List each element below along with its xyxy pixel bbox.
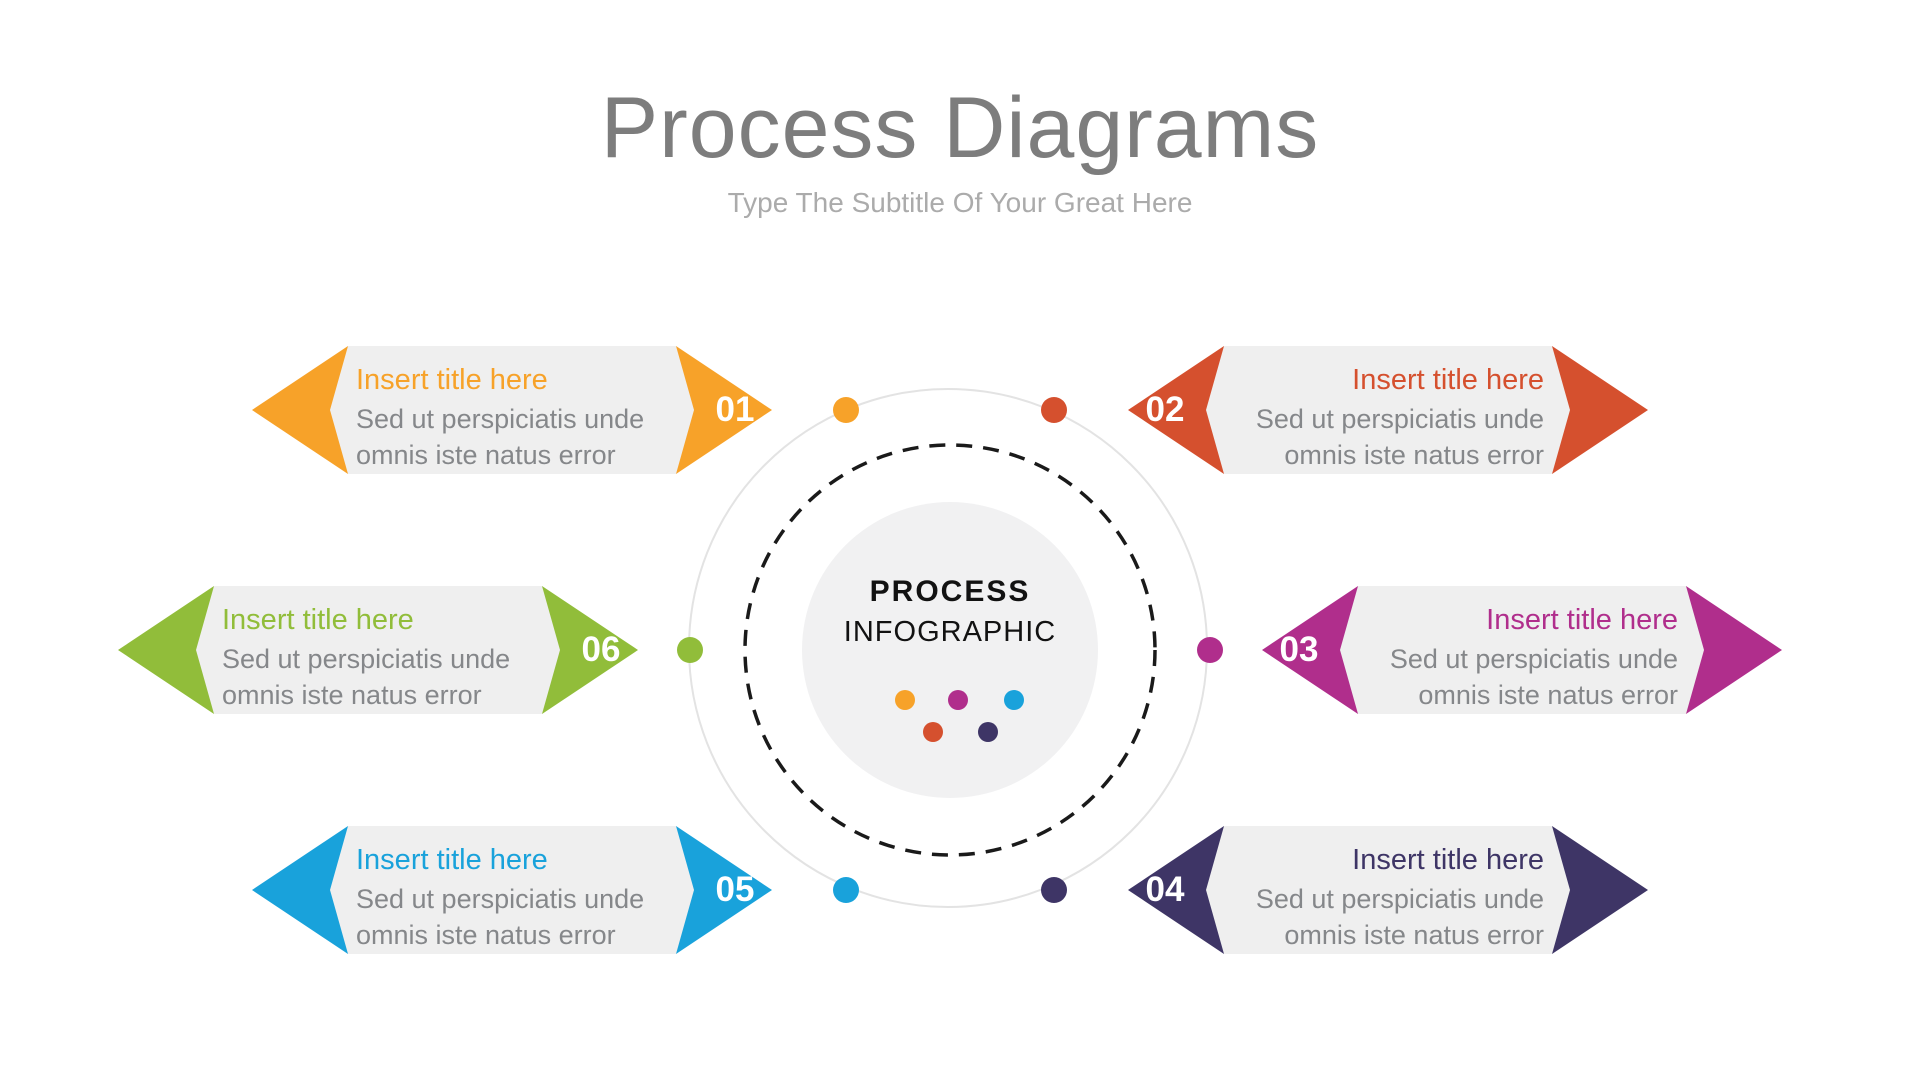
step-banner-body bbox=[1340, 586, 1704, 714]
step-banner-body bbox=[330, 826, 694, 954]
step-title: Insert title here bbox=[1486, 604, 1678, 636]
decor-dot bbox=[978, 722, 998, 742]
step-banner-body bbox=[196, 586, 560, 714]
connector-dot-03 bbox=[1197, 637, 1223, 663]
step-description: Sed ut perspiciatis unde omnis iste natu… bbox=[1255, 884, 1544, 950]
step-description: Sed ut perspiciatis unde omnis iste natu… bbox=[222, 644, 511, 710]
dashed-ring-circle bbox=[743, 443, 1157, 857]
center-label-line2: INFOGRAPHIC bbox=[843, 616, 1057, 648]
step-title: Insert title here bbox=[356, 844, 548, 876]
decor-dot bbox=[948, 690, 968, 710]
step-banner-body bbox=[1206, 346, 1570, 474]
step-description: Sed ut perspiciatis unde omnis iste natu… bbox=[356, 884, 645, 950]
decor-dot bbox=[895, 690, 915, 710]
step-number: 03 bbox=[1279, 630, 1319, 669]
page-title: Process Diagrams bbox=[600, 80, 1320, 176]
step-banner-body bbox=[330, 346, 694, 474]
step-banner-03: Insert title here Sed ut perspiciatis un… bbox=[1262, 586, 1782, 714]
connector-dot-06 bbox=[677, 637, 703, 663]
step-number: 04 bbox=[1145, 870, 1185, 909]
step-description: Sed ut perspiciatis unde omnis iste natu… bbox=[1389, 644, 1678, 710]
step-banner-01: Insert title here Sed ut perspiciatis un… bbox=[252, 346, 772, 474]
step-description: Sed ut perspiciatis unde omnis iste natu… bbox=[1255, 404, 1544, 470]
connector-dot-02 bbox=[1041, 397, 1067, 423]
step-banner-04: Insert title here Sed ut perspiciatis un… bbox=[1128, 826, 1648, 954]
step-banner-02: Insert title here Sed ut perspiciatis un… bbox=[1128, 346, 1648, 474]
step-title: Insert title here bbox=[356, 364, 548, 396]
page-subtitle: Type The Subtitle Of Your Great Here bbox=[727, 187, 1193, 218]
dashed-circle-stroke bbox=[743, 443, 1157, 857]
step-banner-05: Insert title here Sed ut perspiciatis un… bbox=[252, 826, 772, 954]
connector-dot-05 bbox=[833, 877, 859, 903]
center-circle bbox=[802, 502, 1098, 798]
connector-dot-01 bbox=[833, 397, 859, 423]
step-title: Insert title here bbox=[1352, 844, 1544, 876]
center-label: PROCESS INFOGRAPHIC bbox=[750, 572, 1150, 652]
step-number: 01 bbox=[715, 390, 755, 429]
step-banner-body bbox=[1206, 826, 1570, 954]
step-title: Insert title here bbox=[222, 604, 414, 636]
step-number: 05 bbox=[715, 870, 755, 909]
center-label-line1: PROCESS bbox=[869, 575, 1031, 608]
step-number: 02 bbox=[1145, 390, 1185, 429]
decor-dot bbox=[923, 722, 943, 742]
decor-dot bbox=[1004, 690, 1024, 710]
connector-dot-04 bbox=[1041, 877, 1067, 903]
step-number: 06 bbox=[581, 630, 621, 669]
step-description: Sed ut perspiciatis unde omnis iste natu… bbox=[356, 404, 645, 470]
step-banner-06: Insert title here Sed ut perspiciatis un… bbox=[118, 586, 638, 714]
step-title: Insert title here bbox=[1352, 364, 1544, 396]
